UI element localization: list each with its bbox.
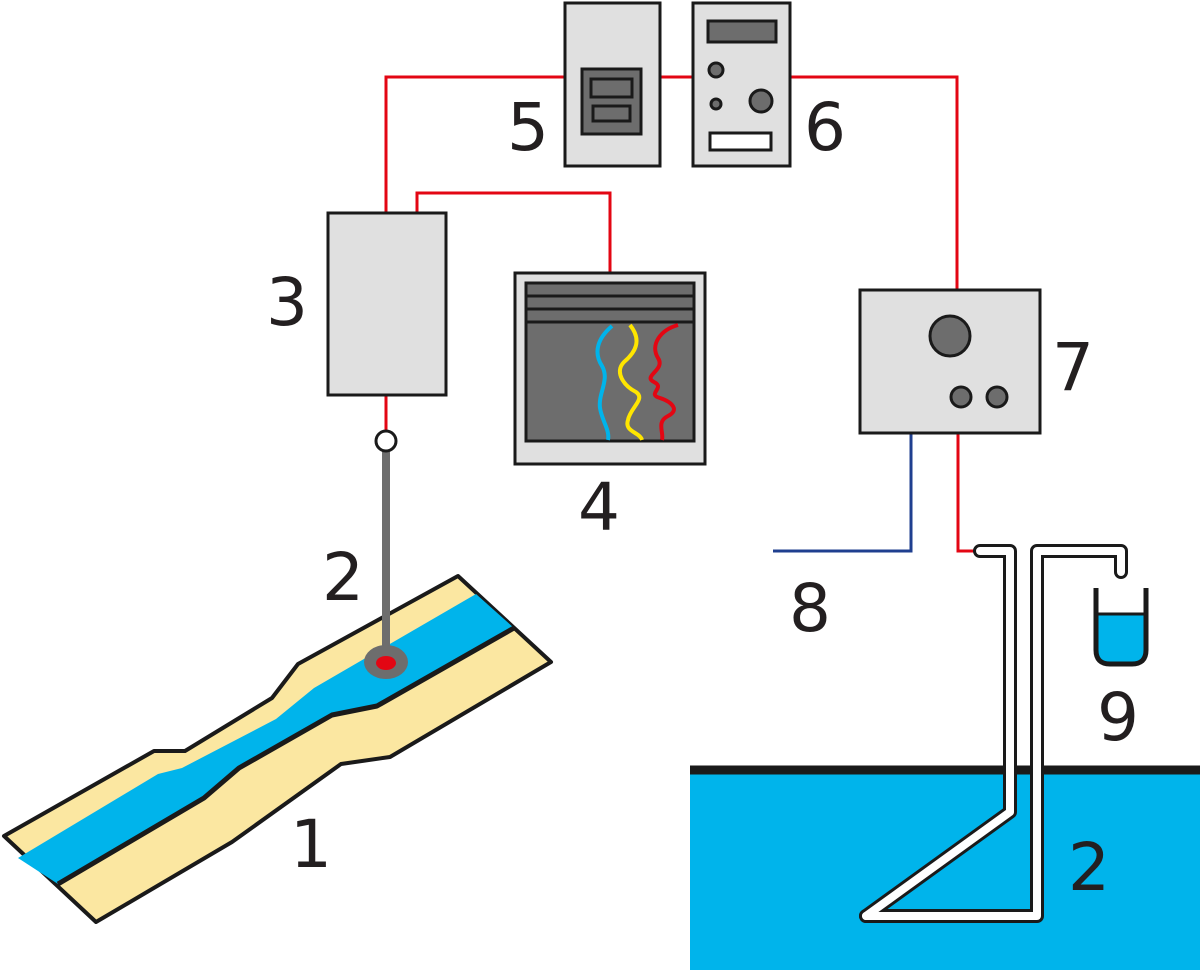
controller-knob-small <box>707 61 725 79</box>
label-8: 8 <box>789 570 831 647</box>
wiring <box>384 75 980 553</box>
stream-probe <box>364 429 408 679</box>
label-2-tank: 2 <box>1068 829 1110 906</box>
switch-unit <box>563 1 662 168</box>
tank <box>690 765 1200 970</box>
controller-knob-tiny <box>709 97 723 111</box>
trace-blue <box>595 324 614 441</box>
controller-display <box>706 19 778 44</box>
stream-water <box>18 594 514 884</box>
wire-3-to-5 <box>384 75 565 213</box>
pump-dial <box>928 314 972 358</box>
sample-cup <box>1093 588 1149 667</box>
wire-3-to-4 <box>415 191 612 273</box>
label-3: 3 <box>266 264 308 341</box>
pump-unit <box>858 288 1042 435</box>
pump-button-right <box>985 385 1009 409</box>
stream <box>2 574 553 924</box>
label-2-stream: 2 <box>322 539 364 616</box>
controller-unit <box>691 1 792 168</box>
label-6: 6 <box>804 89 846 166</box>
pump-button-left <box>949 385 973 409</box>
trace-yellow <box>617 323 644 441</box>
label-7: 7 <box>1052 329 1094 406</box>
label-5: 5 <box>507 89 549 166</box>
wire-7-to-sampler <box>956 433 980 553</box>
monitor <box>513 271 707 466</box>
label-9: 9 <box>1097 679 1139 756</box>
probe-sensor <box>376 656 396 670</box>
wire-6-to-7 <box>790 75 959 290</box>
label-4: 4 <box>578 469 620 546</box>
controller-slot <box>708 131 773 152</box>
drain-line <box>773 433 913 553</box>
sampler-tubes <box>859 544 1128 923</box>
controller-knob-large <box>748 88 774 114</box>
control-box <box>326 211 448 397</box>
tank-water <box>690 770 1200 970</box>
trace-red <box>648 323 679 441</box>
label-1: 1 <box>290 806 332 883</box>
